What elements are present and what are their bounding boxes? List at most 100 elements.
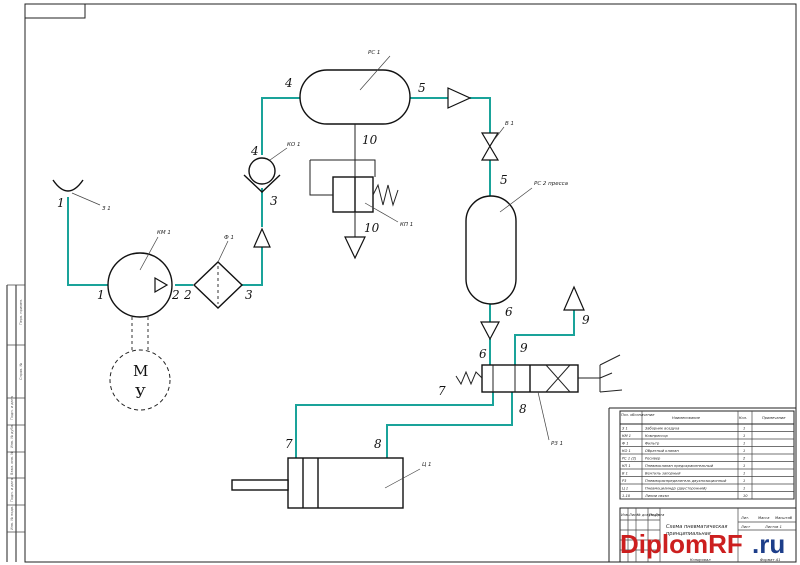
spec-cell-name: Заборник воздуха bbox=[645, 427, 679, 431]
line-number-7: 7 bbox=[285, 437, 293, 451]
specification-table: Поз. обозначение Наименование Кол. Приме… bbox=[619, 410, 795, 500]
spec-cell-pos: КМ 1 bbox=[622, 434, 631, 438]
spec-cell-name: Фильтр bbox=[645, 442, 660, 446]
spec-cell-name: Вентиль запорный bbox=[645, 472, 681, 476]
line-number-9: 9 bbox=[520, 341, 528, 355]
pneumatic-cylinder: Ц 1 bbox=[231, 457, 432, 509]
title-line-2: принципиальная bbox=[666, 531, 711, 537]
stamp-col-mass: Масса bbox=[758, 516, 769, 520]
stamp-sheets: Листов 1 bbox=[764, 525, 782, 529]
side-strip-label: Инв. № дубл. bbox=[10, 424, 14, 448]
spec-cell-name: Линии связи bbox=[644, 494, 669, 498]
air-intake-label: З 1 bbox=[102, 206, 111, 212]
air-intake: З 1 bbox=[52, 179, 111, 212]
spec-cell-name: Компрессор bbox=[645, 434, 668, 438]
spec-cell-pos: 1-10 bbox=[622, 494, 631, 498]
shutoff-valve: В 1 bbox=[480, 121, 514, 161]
line-number-4: 4 bbox=[284, 76, 293, 90]
spec-cell-qty: 1 bbox=[743, 464, 745, 468]
line-number-5: 5 bbox=[500, 173, 508, 187]
spec-cell-qty: 1 bbox=[743, 449, 745, 453]
side-strip-label: Перв. примен. bbox=[19, 299, 23, 325]
directional-valve: Р3 1 bbox=[455, 354, 623, 447]
line-number-5: 5 bbox=[418, 81, 426, 95]
flow-arrows bbox=[253, 87, 500, 341]
cylinder-label: Ц 1 bbox=[422, 462, 432, 468]
line-number-10: 10 bbox=[362, 133, 378, 147]
line-number-9: 9 bbox=[582, 313, 590, 327]
line-numbers: 1 1 2 2 3 3 4 4 5 5 10 10 6 6 9 9 7 7 8 … bbox=[57, 76, 590, 451]
spec-cell-qty: 1 bbox=[743, 427, 745, 431]
exhaust-port bbox=[563, 285, 585, 311]
relief-valve-label: КП 1 bbox=[400, 222, 413, 228]
watermark-text: DiplomRF bbox=[620, 529, 743, 559]
format-label: Формат А1 bbox=[760, 558, 780, 562]
line-number-7: 7 bbox=[438, 384, 446, 398]
copied-label: Копировал bbox=[690, 558, 711, 562]
compressor: КМ 1 bbox=[107, 230, 173, 350]
spec-cell-name: Пневмораспределитель двухпозиционный bbox=[645, 479, 727, 483]
spec-cell-pos: Ц 1 bbox=[622, 487, 628, 491]
spec-header-pos: Поз. обозначение bbox=[621, 413, 655, 417]
spec-cell-qty: 1 bbox=[743, 472, 745, 476]
side-strip-label: Справ. № bbox=[19, 363, 23, 380]
line-number-3: 3 bbox=[270, 194, 278, 208]
spec-cell-pos: Р3 bbox=[622, 479, 627, 483]
title-line-1: Схема пневматическая bbox=[666, 524, 727, 530]
relief-valve: КП 1 bbox=[309, 159, 413, 260]
electric-motor: М У bbox=[109, 349, 171, 411]
spec-cell-pos: В 1 bbox=[622, 472, 628, 476]
directional-valve-label: Р3 1 bbox=[551, 441, 563, 447]
line-number-6: 6 bbox=[479, 347, 487, 361]
shutoff-valve-label: В 1 bbox=[505, 121, 514, 127]
press-receiver-label: РС 2 пресса bbox=[534, 181, 569, 187]
spec-cell-qty: 1 bbox=[743, 487, 745, 491]
sign-col-list: Лист bbox=[628, 513, 639, 517]
line-number-8: 8 bbox=[374, 437, 382, 451]
compressor-label: КМ 1 bbox=[157, 230, 171, 236]
receiver: РС 1 bbox=[299, 50, 411, 160]
filter-label: Ф 1 bbox=[224, 235, 234, 241]
pipelines bbox=[67, 97, 575, 458]
spec-cell-pos: Ф 1 bbox=[622, 442, 629, 446]
line-number-2: 2 bbox=[183, 288, 192, 302]
side-strip-label: Взам. инв. № bbox=[10, 451, 14, 475]
stamp-col-scale: Масштаб bbox=[775, 516, 793, 520]
line-number-10: 10 bbox=[364, 221, 380, 235]
line-number-2: 2 bbox=[171, 288, 180, 302]
motor-letter-m: М bbox=[133, 362, 148, 380]
sign-col-doc: № докум. bbox=[636, 513, 655, 517]
side-strip-label: Инв. № подл. bbox=[10, 506, 14, 530]
line-number-1: 1 bbox=[97, 288, 105, 302]
spec-cell-pos: КО 1 bbox=[622, 449, 631, 453]
spec-header-note: Примечание bbox=[762, 416, 786, 420]
side-strip-label: Подп. и дата bbox=[10, 396, 14, 420]
side-strip-label: Подп. и дата bbox=[10, 478, 14, 502]
watermark-domain: .ru bbox=[752, 529, 785, 559]
stamp-col-lit: Лит. bbox=[740, 516, 749, 520]
spec-header-qty: Кол. bbox=[739, 416, 747, 420]
spec-cell-name: Ресивер bbox=[645, 457, 661, 461]
sign-col-izm: Изм. bbox=[621, 513, 629, 517]
line-number-4: 4 bbox=[250, 144, 259, 158]
line-number-6: 6 bbox=[505, 305, 513, 319]
spec-header-name: Наименование bbox=[672, 416, 701, 420]
motor-letter-y: У bbox=[135, 384, 146, 402]
stamp-sheet: Лист bbox=[740, 525, 751, 529]
sign-col-date: Дата bbox=[654, 513, 664, 517]
line-number-3: 3 bbox=[245, 288, 253, 302]
drawing-frame: Перв. примен. Справ. № Подп. и дата Инв.… bbox=[6, 3, 797, 563]
site-watermark: DiplomRF .ru bbox=[620, 529, 785, 559]
spec-cell-name: Пневмоклапан предохранительный bbox=[645, 464, 714, 468]
spec-cell-name: Обратный клапан bbox=[645, 449, 680, 453]
spec-cell-qty: 10 bbox=[743, 494, 748, 498]
line-number-1: 1 bbox=[57, 196, 65, 210]
press-receiver: РС 2 пресса bbox=[465, 181, 569, 305]
spec-cell-pos: РС 1 (2) bbox=[622, 457, 637, 461]
title-block: Схема пневматическая принципиальная Лит.… bbox=[619, 507, 797, 563]
spec-cell-qty: 2 bbox=[743, 457, 746, 461]
spec-cell-name: Пневмоцилиндр (двусторонний) bbox=[645, 487, 707, 491]
sign-col-sign: Подп. bbox=[649, 513, 660, 517]
